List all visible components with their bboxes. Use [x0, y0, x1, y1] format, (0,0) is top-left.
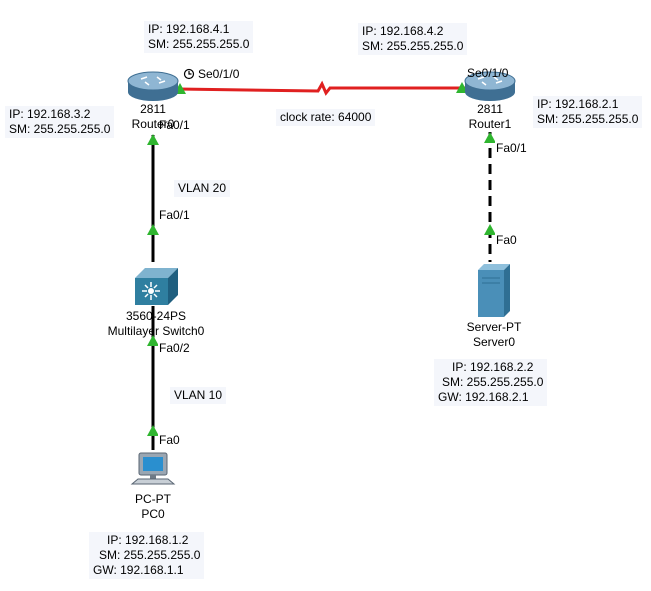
vlan20-label: VLAN 20	[174, 180, 231, 197]
device-name: Router1	[468, 117, 512, 131]
pc-icon[interactable]	[130, 452, 176, 485]
device-model: 3560-24PS	[125, 309, 187, 323]
port-label-r1-se: Se0/1/0	[467, 66, 509, 80]
subnet-mask-text: SM: 255.255.255.0	[537, 112, 639, 126]
router-icon[interactable]	[127, 71, 179, 101]
ip-address-text: IP: 192.168.2.2	[452, 360, 534, 374]
link-up-arrow-r0-fa	[147, 134, 159, 145]
router-icon[interactable]	[464, 71, 516, 101]
port-label-sw-up: Fa0/1	[158, 208, 191, 223]
router1-serial-ip-info: IP: 192.168.4.2 SM: 255.255.255.0	[358, 23, 468, 55]
ip-address-text: IP: 192.168.4.1	[148, 22, 230, 36]
port-label-server: Fa0	[495, 233, 518, 248]
ip-address-text: IP: 192.168.1.2	[107, 533, 189, 547]
gateway-text: GW: 192.168.2.1	[438, 390, 529, 404]
multilayer-switch-icon[interactable]	[135, 268, 178, 305]
router0-serial-ip-info: IP: 192.168.4.1 SM: 255.255.255.0	[144, 21, 254, 53]
device-model: 2811	[477, 102, 503, 116]
server0-ip-info: IP: 192.168.2.2 SM: 255.255.255.0 GW: 19…	[434, 359, 548, 406]
link-up-arrow-r1-fa	[484, 132, 496, 143]
port-label-pc: Fa0	[158, 433, 181, 448]
port-label-r1-fa: Fa0/1	[495, 141, 528, 156]
gateway-text: GW: 192.168.1.1	[93, 563, 184, 577]
port-label-r0-fa: Fa0/1	[158, 118, 191, 133]
server-icon[interactable]	[478, 264, 510, 317]
clock-rate-label: clock rate: 64000	[276, 109, 376, 126]
device-model: Server-PT	[466, 320, 522, 334]
port-label-sw-down: Fa0/2	[158, 341, 191, 356]
subnet-mask-text: SM: 255.255.255.0	[99, 548, 201, 562]
vlan10-label: VLAN 10	[170, 387, 227, 404]
device-model: 2811	[140, 102, 166, 116]
link-up-arrow-pc	[147, 425, 159, 436]
server0-label[interactable]: Server-PT Server0	[444, 320, 544, 350]
ip-address-text: IP: 192.168.3.2	[9, 107, 91, 121]
ip-address-text: IP: 192.168.2.1	[537, 97, 619, 111]
router1-label[interactable]: 2811 Router1	[440, 102, 540, 132]
subnet-mask-text: SM: 255.255.255.0	[362, 39, 464, 53]
router0-fa-ip-info: IP: 192.168.3.2 SM: 255.255.255.0	[5, 106, 115, 138]
link-up-arrow-sw-up	[147, 224, 159, 235]
device-name: Router0	[131, 117, 175, 131]
router0-label[interactable]: 2811 Router0	[103, 102, 203, 132]
link-up-arrow-sw-down	[147, 335, 159, 346]
link-up-arrow-server	[484, 224, 496, 235]
subnet-mask-text: SM: 255.255.255.0	[442, 375, 544, 389]
subnet-mask-text: SM: 255.255.255.0	[9, 122, 111, 136]
serial-link-router0-router1[interactable]	[177, 80, 470, 96]
device-name: PC0	[141, 507, 165, 521]
switch0-label[interactable]: 3560-24PS Multilayer Switch0	[86, 309, 226, 339]
port-label-r0-se: Se0/1/0	[198, 67, 240, 81]
device-name: Server0	[472, 335, 516, 349]
subnet-mask-text: SM: 255.255.255.0	[148, 37, 250, 51]
pc0-label[interactable]: PC-PT PC0	[103, 492, 203, 522]
device-model: PC-PT	[135, 492, 171, 506]
clock-icon	[183, 68, 195, 80]
ip-address-text: IP: 192.168.4.2	[362, 24, 444, 38]
pc0-ip-info: IP: 192.168.1.2 SM: 255.255.255.0 GW: 19…	[89, 532, 205, 579]
router1-fa-ip-info: IP: 192.168.2.1 SM: 255.255.255.0	[533, 96, 643, 128]
device-name: Multilayer Switch0	[107, 324, 205, 338]
